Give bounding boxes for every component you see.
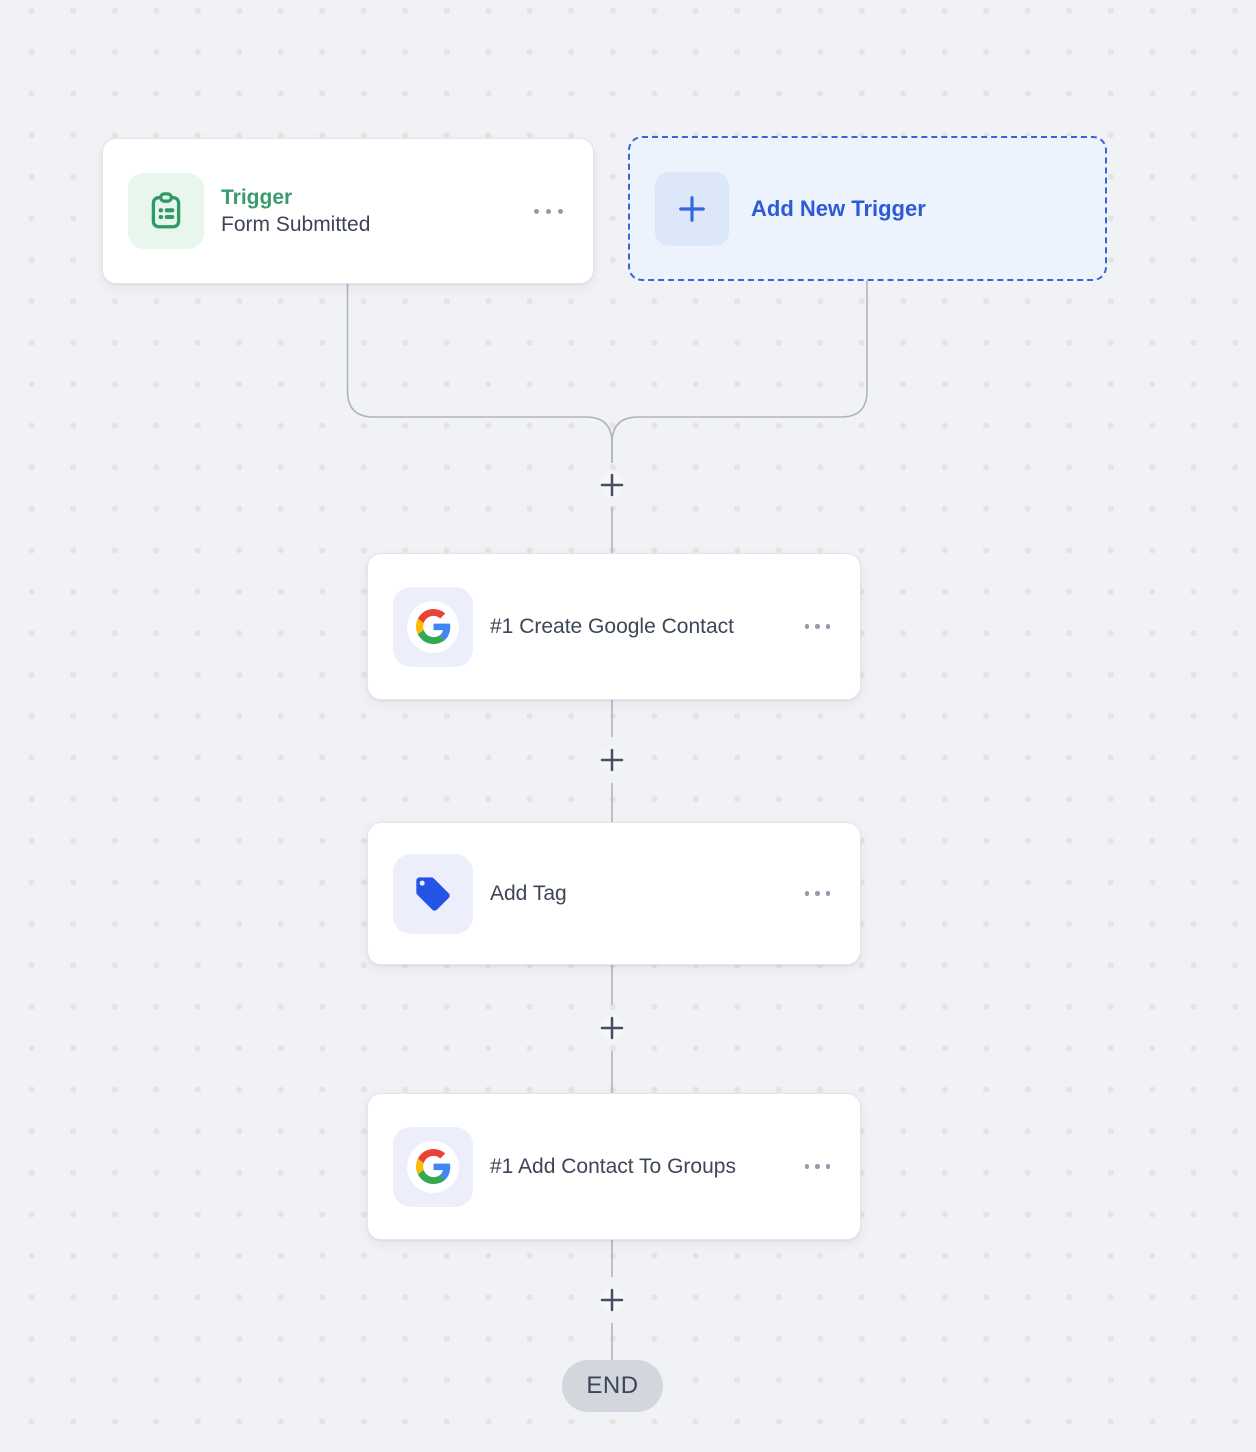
end-node: END <box>562 1360 663 1412</box>
trigger-title: Form Submitted <box>221 212 371 236</box>
action-title: #1 Add Contact To Groups <box>490 1154 736 1178</box>
plus-icon <box>600 748 624 772</box>
plus-icon <box>600 1016 624 1040</box>
node-add-tag[interactable]: Add Tag <box>367 822 861 965</box>
add-step-button[interactable] <box>597 1013 627 1043</box>
tag-icon <box>393 853 473 934</box>
action-title: #1 Create Google Contact <box>490 614 734 638</box>
node-create-google-contact[interactable]: #1 Create Google Contact <box>367 553 861 700</box>
action-title: Add Tag <box>490 881 567 905</box>
trigger-category-label: Trigger <box>221 185 293 209</box>
add-new-trigger-label: Add New Trigger <box>751 195 926 221</box>
plus-icon <box>600 1288 624 1312</box>
plus-icon <box>655 171 729 246</box>
node-trigger-form-submitted[interactable]: Trigger Form Submitted <box>102 138 594 284</box>
clipboard-list-icon <box>128 173 204 249</box>
google-icon <box>393 586 473 667</box>
plus-icon <box>600 473 624 497</box>
add-step-button[interactable] <box>597 1285 627 1315</box>
add-step-button[interactable] <box>597 745 627 775</box>
ellipsis-menu-icon[interactable] <box>803 1156 833 1177</box>
google-icon <box>393 1126 473 1207</box>
ellipsis-menu-icon[interactable] <box>803 883 833 904</box>
add-new-trigger-button[interactable]: Add New Trigger <box>628 136 1107 281</box>
node-add-contact-to-groups[interactable]: #1 Add Contact To Groups <box>367 1093 861 1240</box>
ellipsis-menu-icon[interactable] <box>803 616 833 637</box>
add-step-button[interactable] <box>597 470 627 500</box>
ellipsis-menu-icon[interactable] <box>532 201 565 222</box>
